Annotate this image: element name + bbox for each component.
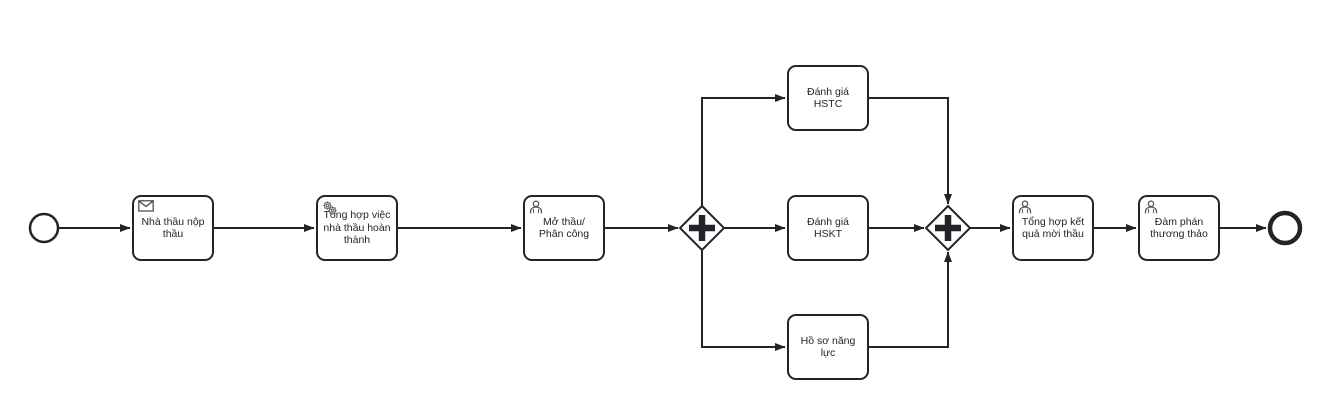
task-nha-thau-nop-thau[interactable]: Nhà thầu nộp thầu xyxy=(132,195,214,261)
end-event[interactable] xyxy=(1267,210,1303,246)
plus-icon xyxy=(689,215,715,241)
task-ho-so-nang-luc[interactable]: Hồ sơ năng lực xyxy=(787,314,869,380)
task-label: Đàm phán thương thảo xyxy=(1150,215,1208,241)
task-label: Đánh giá HSKT xyxy=(806,215,850,241)
flow-ho-so-nang-luc-to-gateway-join[interactable] xyxy=(869,251,952,348)
flow-gateway-split-to-danh-gia-hstc[interactable] xyxy=(701,94,786,206)
task-label: Đánh giá HSTC xyxy=(806,85,850,111)
task-label: Mở thầu/ Phân công xyxy=(538,215,590,241)
task-label: Tổng hợp việc nhà thầu hoàn thành xyxy=(323,209,391,247)
flow-danh-gia-hstc-to-gateway-join[interactable] xyxy=(869,97,952,205)
start-event[interactable] xyxy=(28,212,60,244)
task-tong-hop-ket-qua-moi-thau[interactable]: Tổng hợp kết quả mời thầu xyxy=(1012,195,1094,261)
parallel-gateway-join[interactable] xyxy=(924,204,972,252)
flow-gateway-split-to-ho-so-nang-luc[interactable] xyxy=(701,250,786,351)
task-mo-thau-phan-cong[interactable]: Mở thầu/ Phân công xyxy=(523,195,605,261)
task-danh-gia-hstc[interactable]: Đánh giá HSTC xyxy=(787,65,869,131)
task-danh-gia-hskt[interactable]: Đánh giá HSKT xyxy=(787,195,869,261)
user-icon xyxy=(1144,200,1160,215)
parallel-gateway-split[interactable] xyxy=(678,204,726,252)
plus-icon xyxy=(935,215,961,241)
task-dam-phan-thuong-thao[interactable]: Đàm phán thương thảo xyxy=(1138,195,1220,261)
task-label: Hồ sơ năng lực xyxy=(800,334,856,360)
user-icon xyxy=(1018,200,1034,215)
user-icon xyxy=(529,200,545,215)
task-tong-hop-viec-nha-thau-hoan-thanh[interactable]: Tổng hợp việc nhà thầu hoàn thành xyxy=(316,195,398,261)
task-label: Nhà thầu nộp thầu xyxy=(141,215,205,241)
message-icon xyxy=(138,200,154,215)
task-label: Tổng hợp kết quả mời thầu xyxy=(1021,215,1085,241)
